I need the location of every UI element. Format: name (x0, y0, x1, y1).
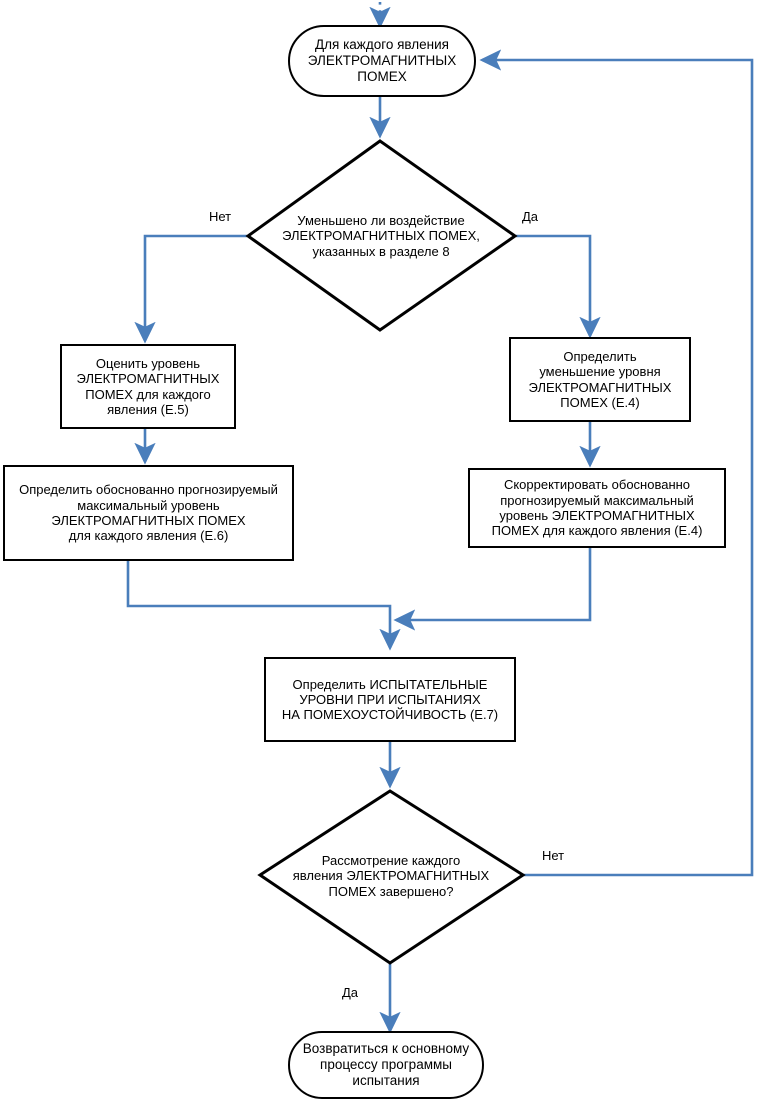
node-decision2[interactable]: Рассмотрение каждого явления ЭЛЕКТРОМАГН… (266, 840, 516, 912)
node-decision1-label: Уменьшено ли воздействие ЭЛЕКТРОМАГНИТНЫ… (282, 213, 480, 259)
edge-decision1-no (134, 234, 247, 344)
node-start-label: Для каждого явления ЭЛЕКТРОМАГНИТНЫХ ПОМ… (307, 37, 457, 84)
decision1-shape (245, 139, 518, 332)
node-decision2-label: Рассмотрение каждого явления ЭЛЕКТРОМАГН… (292, 853, 490, 899)
node-proc-right-2-label: Скорректировать обоснованно прогнозируем… (491, 477, 703, 539)
decision2-shape (257, 789, 526, 965)
edge-label-decision1-yes: Да (522, 209, 539, 224)
node-proc-right-2[interactable]: Скорректировать обоснованно прогнозируем… (468, 468, 726, 548)
node-proc-right-1-label: Определить уменьшение уровня ЭЛЕКТРОМАГН… (528, 348, 672, 410)
node-proc-left-2-label: Определить обоснованно прогнозируемый ма… (19, 482, 278, 544)
node-proc-left-2[interactable]: Определить обоснованно прогнозируемый ма… (3, 465, 294, 561)
edge-label-decision1-no: Нет (209, 209, 232, 224)
node-proc-center[interactable]: Определить ИСПЫТАТЕЛЬНЫЕ УРОВНИ ПРИ ИСПЫ… (264, 657, 516, 742)
node-end-label: Возвратиться к основному процессу програ… (302, 1041, 470, 1088)
node-end[interactable]: Возвратиться к основному процессу програ… (288, 1031, 484, 1099)
node-decision1[interactable]: Уменьшено ли воздействие ЭЛЕКТРОМАГНИТНЫ… (252, 200, 510, 272)
node-proc-left-1[interactable]: Оценить уровень ЭЛЕКТРОМАГНИТНЫХ ПОМЕХ д… (60, 344, 236, 429)
node-proc-left-1-label: Оценить уровень ЭЛЕКТРОМАГНИТНЫХ ПОМЕХ д… (76, 355, 220, 417)
edge-decision2-no-loop (479, 49, 754, 877)
edge-decision1-yes (516, 234, 601, 339)
edge-right2-to-center (393, 547, 592, 631)
node-proc-center-label: Определить ИСПЫТАТЕЛЬНЫЕ УРОВНИ ПРИ ИСПЫ… (281, 676, 499, 723)
edge-left2-to-center (126, 561, 401, 651)
edge-label-decision2-no: Нет (542, 848, 565, 863)
edge-label-decision2-yes: Да (342, 985, 359, 1000)
node-start[interactable]: Для каждого явления ЭЛЕКТРОМАГНИТНЫХ ПОМ… (288, 25, 476, 97)
node-proc-right-1[interactable]: Определить уменьшение уровня ЭЛЕКТРОМАГН… (509, 337, 691, 422)
